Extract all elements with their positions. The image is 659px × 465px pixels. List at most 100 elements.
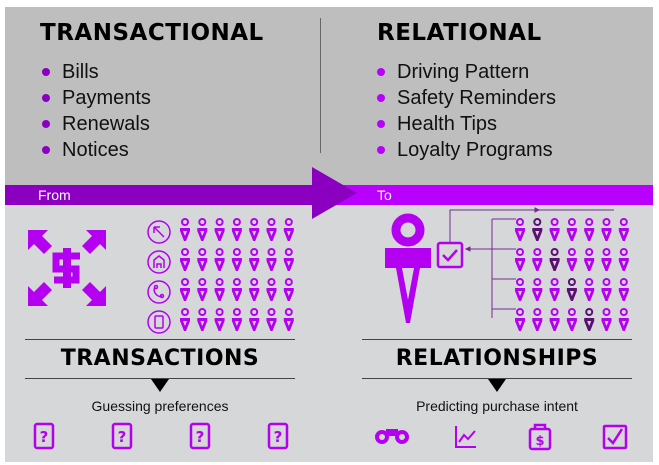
customer-figure-icon	[584, 308, 595, 331]
customer-figure-icon	[249, 248, 260, 271]
customer-figure-icon	[283, 248, 294, 271]
customer-figure-icon	[266, 218, 277, 241]
phone-icon	[147, 280, 171, 304]
svg-text:$: $	[535, 434, 544, 449]
item-label: Driving Pattern	[397, 61, 530, 83]
customer-figure-icon	[180, 218, 190, 241]
customer-figure-icon	[214, 218, 225, 241]
list-item: Payments	[42, 85, 151, 111]
svg-text:?: ?	[118, 428, 127, 446]
transactional-heading: TRANSACTIONAL	[40, 20, 264, 46]
person-icon	[385, 213, 431, 323]
list-item: Health Tips	[377, 111, 556, 137]
list-item: Notices	[42, 137, 151, 163]
relational-heading: RELATIONAL	[377, 20, 542, 46]
customer-figure-icon	[601, 218, 612, 241]
customer-figure-icon	[197, 248, 208, 271]
triangle-down-icon	[488, 379, 506, 392]
list-item: Driving Pattern	[377, 59, 556, 85]
binoculars-icon	[375, 429, 409, 444]
customer-figure-icon	[266, 278, 277, 301]
list-item: Renewals	[42, 111, 151, 137]
from-label: From	[38, 187, 71, 203]
customer-figure-icon	[515, 218, 525, 241]
customer-figure-icon	[618, 278, 629, 301]
divider	[25, 378, 295, 379]
customer-figure-icon	[283, 308, 294, 331]
arrow-up-left-icon	[147, 220, 171, 244]
bullet-icon	[42, 94, 50, 102]
list-item: Bills	[42, 59, 151, 85]
customer-figure-icon	[266, 248, 277, 271]
bullet-icon	[42, 146, 50, 154]
customer-figure-icon	[566, 308, 577, 331]
divider	[25, 339, 295, 340]
customer-figure-icon	[231, 248, 242, 271]
customer-figure-icon	[180, 248, 190, 271]
customer-figure-icon	[601, 248, 612, 271]
divider	[320, 18, 321, 153]
item-label: Loyalty Programs	[397, 139, 553, 161]
question-card-icon: ?	[189, 422, 211, 450]
transactions-title: TRANSACTIONS	[60, 346, 260, 371]
question-card-icon: ?	[267, 422, 289, 450]
bottom-icons: ? ? ? ? $	[33, 422, 628, 451]
customer-figure-icon	[180, 278, 190, 301]
customer-figure-icon	[618, 218, 629, 241]
checkbox-icon	[436, 241, 464, 269]
svg-text:?: ?	[40, 428, 49, 446]
to-label: To	[377, 187, 392, 203]
bullet-icon	[377, 94, 385, 102]
relationships-title: RELATIONSHIPS	[395, 346, 599, 371]
customer-figure-icon	[231, 218, 242, 241]
bullet-icon	[42, 120, 50, 128]
customer-figure-icon	[197, 218, 208, 241]
customer-figure-icon	[601, 278, 612, 301]
customer-figure-icon	[549, 278, 560, 301]
bullet-icon	[42, 68, 50, 76]
customer-figure-icon	[566, 248, 577, 271]
item-label: Bills	[62, 61, 99, 83]
bottom-panel	[5, 187, 653, 462]
item-label: Renewals	[62, 113, 150, 135]
customer-figure-icon	[601, 308, 612, 331]
right-caption: Predicting purchase intent	[416, 398, 578, 414]
divider	[362, 339, 632, 340]
tablet-icon	[147, 310, 171, 334]
bullet-icon	[377, 68, 385, 76]
customer-figure-icon	[584, 278, 595, 301]
customer-figure-icon	[180, 308, 190, 331]
customer-figure-icon	[532, 308, 543, 331]
customer-figure-icon	[214, 248, 225, 271]
divider	[362, 378, 632, 379]
item-label: Safety Reminders	[397, 87, 556, 109]
customer-figure-icon	[515, 308, 525, 331]
item-label: Health Tips	[397, 113, 498, 135]
left-caption: Guessing preferences	[91, 398, 229, 414]
customer-figure-icon	[532, 278, 543, 301]
top-panel	[5, 7, 653, 187]
question-card-icon: ?	[111, 422, 133, 450]
customer-figure-icon	[515, 248, 525, 271]
question-card-icon: ?	[33, 422, 55, 450]
svg-text:?: ?	[274, 428, 283, 446]
customer-figure-icon	[283, 218, 294, 241]
from-to-arrow-band	[5, 167, 653, 219]
channel-icons	[147, 220, 171, 334]
item-label: Payments	[62, 87, 151, 109]
list-item: Safety Reminders	[377, 85, 556, 111]
customer-figure-icon	[549, 308, 560, 331]
customer-grid-left	[180, 218, 294, 331]
customer-figure-icon	[231, 308, 242, 331]
line-chart-icon	[455, 426, 476, 448]
money-bag-icon: $	[528, 423, 552, 451]
list-item: Loyalty Programs	[377, 137, 556, 163]
home-icon	[147, 250, 171, 274]
customer-figure-icon	[549, 218, 560, 241]
customer-figure-icon	[584, 248, 595, 271]
customer-figure-icon	[283, 278, 294, 301]
bullet-icon	[377, 146, 385, 154]
customer-figure-icon	[532, 248, 543, 271]
triangle-down-icon	[151, 379, 169, 392]
customer-figure-icon	[584, 218, 595, 241]
